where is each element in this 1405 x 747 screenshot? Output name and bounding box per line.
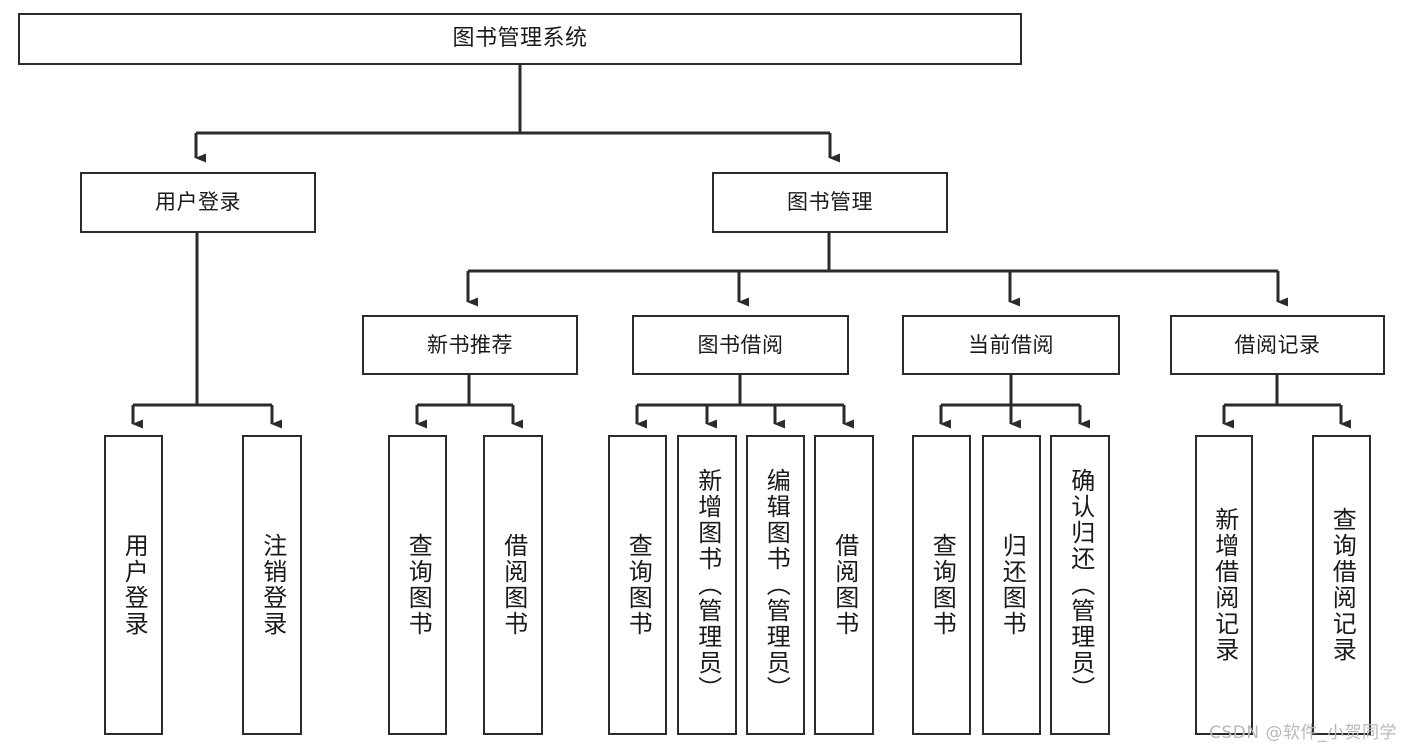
node-user-login[interactable]: 用户登录 <box>80 172 316 233</box>
node-label: 归还图书 <box>998 533 1027 637</box>
node-label: 新增借阅记录 <box>1210 507 1239 663</box>
node-label: 用户登录 <box>120 533 149 637</box>
node-current-borrow[interactable]: 当前借阅 <box>902 315 1120 375</box>
node-label: 查询图书 <box>928 533 957 637</box>
leaf-add-borrow-record[interactable]: 新增借阅记录 <box>1195 435 1253 735</box>
node-label: 编辑图书（管理员） <box>762 468 791 702</box>
node-label: 当前借阅 <box>968 332 1054 357</box>
node-label: 图书管理系统 <box>452 26 588 52</box>
node-label: 新增图书（管理员） <box>693 468 722 702</box>
leaf-query-borrow-record[interactable]: 查询借阅记录 <box>1312 435 1371 735</box>
node-label: 借阅记录 <box>1234 332 1321 357</box>
node-label: 新书推荐 <box>427 332 513 357</box>
leaf-borrow-books[interactable]: 借阅图书 <box>814 435 874 735</box>
node-label: 图书管理 <box>787 190 873 215</box>
csdn-watermark: CSDN @软件_小贺同学 <box>1209 723 1397 743</box>
node-book-management[interactable]: 图书管理 <box>712 172 948 233</box>
node-borrow-records[interactable]: 借阅记录 <box>1170 315 1385 375</box>
leaf-borrow-books-recommend[interactable]: 借阅图书 <box>483 435 543 735</box>
node-label: 借阅图书 <box>830 533 859 637</box>
node-label: 注销登录 <box>258 533 287 637</box>
node-label: 查询图书 <box>624 533 653 637</box>
leaf-query-books-recommend[interactable]: 查询图书 <box>388 435 447 735</box>
node-label: 用户登录 <box>155 190 241 215</box>
node-label: 查询借阅记录 <box>1328 507 1357 663</box>
node-new-book-recommend[interactable]: 新书推荐 <box>362 315 578 375</box>
leaf-edit-book-admin[interactable]: 编辑图书（管理员） <box>746 435 805 735</box>
node-label: 确认归还（管理员） <box>1066 468 1095 702</box>
leaf-confirm-return-admin[interactable]: 确认归还（管理员） <box>1050 435 1110 735</box>
node-label: 借阅图书 <box>499 533 528 637</box>
node-label: 图书借阅 <box>697 332 784 357</box>
leaf-user-login[interactable]: 用户登录 <box>104 435 163 735</box>
node-label: 查询图书 <box>404 533 433 637</box>
leaf-query-books-current[interactable]: 查询图书 <box>912 435 971 735</box>
leaf-add-book-admin[interactable]: 新增图书（管理员） <box>677 435 737 735</box>
node-root-system[interactable]: 图书管理系统 <box>18 13 1022 65</box>
leaf-query-books-borrow[interactable]: 查询图书 <box>608 435 667 735</box>
node-book-borrow[interactable]: 图书借阅 <box>632 315 849 375</box>
leaf-return-books[interactable]: 归还图书 <box>982 435 1041 735</box>
leaf-logout[interactable]: 注销登录 <box>242 435 302 735</box>
